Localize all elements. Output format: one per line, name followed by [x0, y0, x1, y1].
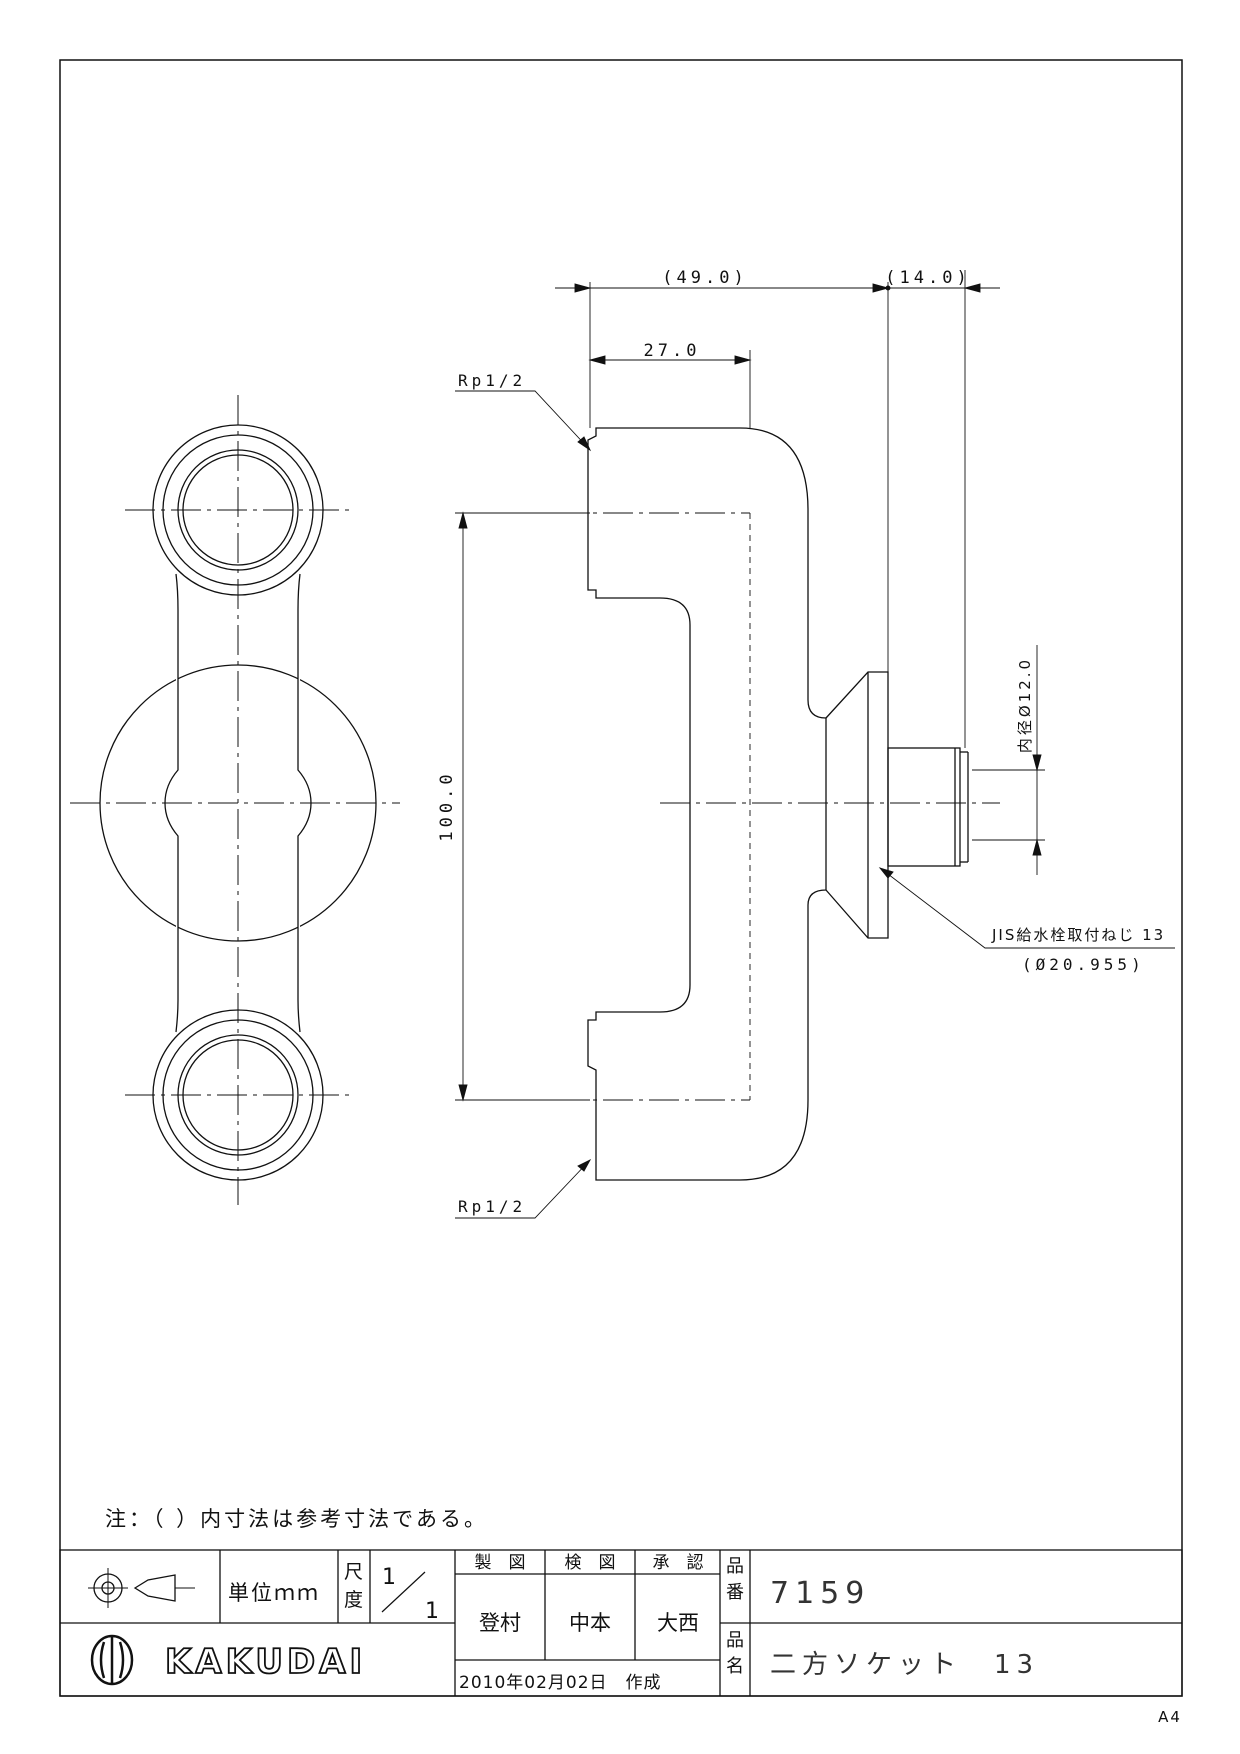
- dimensions: [455, 270, 1175, 1219]
- drawing-date: 2010年02月02日 作成: [459, 1673, 662, 1693]
- scale-numerator: 1: [382, 1565, 396, 1590]
- dim-stem: (14.0): [885, 268, 970, 288]
- label-jis-thread: JIS給水栓取付ねじ 13: [991, 926, 1165, 944]
- checked-by: 中本: [569, 1611, 611, 1635]
- part-number: 7159: [770, 1576, 870, 1611]
- scale-denominator: 1: [425, 1599, 439, 1624]
- part-name-label-1: 品: [726, 1630, 744, 1651]
- drawn-by: 登村: [479, 1611, 521, 1635]
- scale-label-2: 度: [344, 1589, 363, 1611]
- part-no-label-2: 番: [726, 1582, 744, 1603]
- label-thread-top: Rp1/2: [458, 371, 526, 390]
- header-approved: 承 認: [653, 1553, 704, 1573]
- company-name: KAKUDAI: [165, 1642, 366, 1682]
- scale-label-1: 尺: [344, 1561, 363, 1583]
- header-drawn: 製 図: [475, 1553, 526, 1573]
- dim-pitch: 100.0: [437, 770, 457, 841]
- header-checked: 検 図: [565, 1553, 616, 1573]
- projection-symbol-cone: [133, 1574, 176, 1602]
- label-jis-dia: (Ø20.955): [1022, 955, 1145, 974]
- part-no-label-1: 品: [726, 1556, 744, 1577]
- part-name: 二方ソケット 13: [770, 1650, 1039, 1680]
- label-thread-bottom: Rp1/2: [458, 1197, 526, 1216]
- part-name-label-2: 名: [726, 1656, 744, 1677]
- approved-by: 大西: [657, 1611, 699, 1635]
- dim-depth: 27.0: [644, 341, 701, 361]
- side-view: [465, 427, 1000, 1181]
- unit-label: 単位ｍｍ: [228, 1581, 320, 1605]
- dim-overall: (49.0): [662, 268, 747, 288]
- title-block: [59, 1549, 1183, 1697]
- drawing-note: 注：（ ）内寸法は参考寸法である。: [105, 1507, 488, 1531]
- paper-size: A4: [1158, 1708, 1182, 1726]
- kakudai-logo-mark: [90, 1634, 134, 1686]
- drawing-frame: [59, 59, 1183, 1697]
- front-view: [70, 395, 400, 1205]
- dim-inner-dia: 内径Ø12.0: [1016, 657, 1034, 753]
